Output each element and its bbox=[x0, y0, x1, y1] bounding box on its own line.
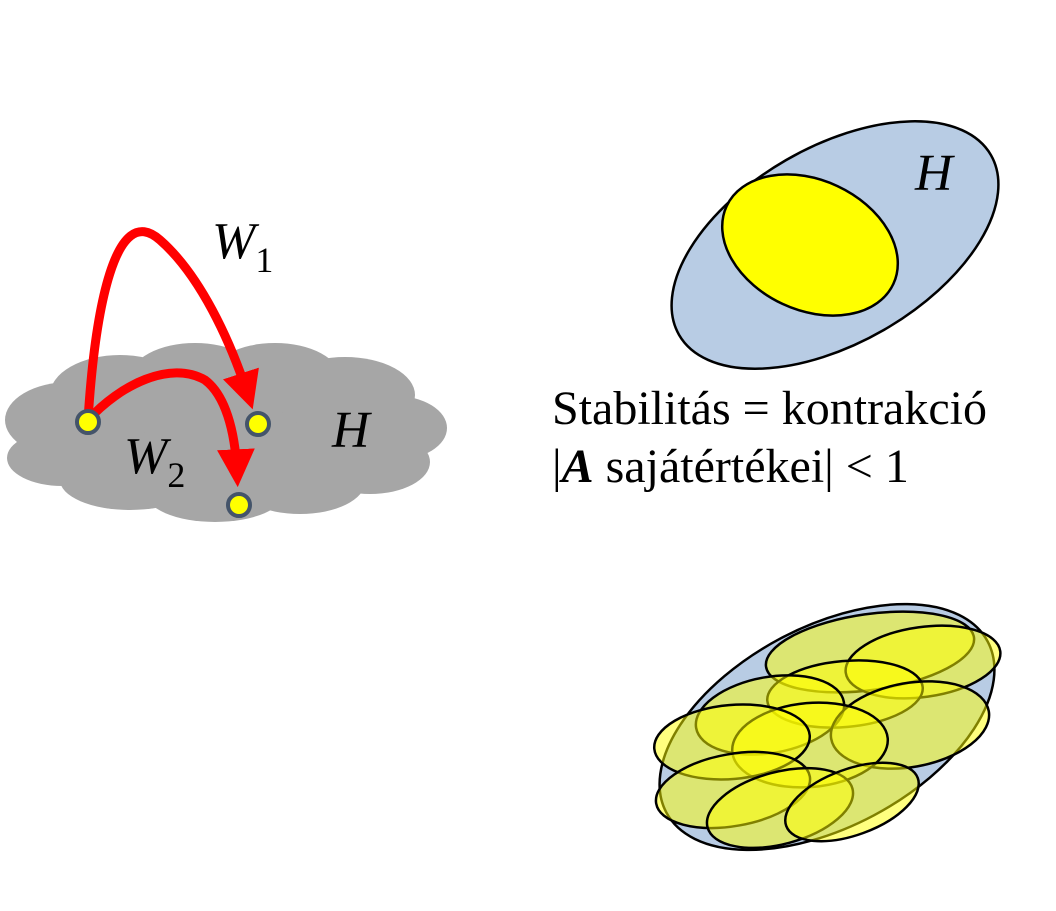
point-node-w1-target bbox=[245, 411, 271, 437]
cloud-set-h bbox=[5, 343, 447, 522]
label-h-cloud: H bbox=[331, 402, 372, 459]
point-node-start bbox=[75, 409, 101, 435]
covering-set-diagram bbox=[652, 602, 1002, 852]
point-node-w2-target bbox=[226, 492, 252, 518]
mapping-arrow-w2 bbox=[83, 368, 255, 488]
caption-abs-open: | bbox=[552, 440, 562, 493]
inner-contracted-set bbox=[720, 173, 900, 317]
caption-eigen-condition: sajátértékei| < 1 bbox=[593, 440, 909, 493]
caption-matrix-a: A bbox=[561, 440, 594, 493]
caption-line-1: Stabilitás = kontrakció bbox=[552, 382, 987, 435]
contraction-set-diagram: H bbox=[670, 120, 1000, 370]
label-w1: W1 bbox=[212, 213, 273, 280]
label-w2: W2 bbox=[124, 428, 185, 495]
stability-caption: Stabilitás = kontrakció |A sajátértékei|… bbox=[552, 380, 987, 496]
mapping-arrow-w1 bbox=[83, 227, 259, 425]
covering-ellipse bbox=[784, 761, 920, 843]
label-h-ellipse: H bbox=[914, 145, 955, 202]
caption-line-2: |A sajátértékei| < 1 bbox=[552, 438, 987, 496]
